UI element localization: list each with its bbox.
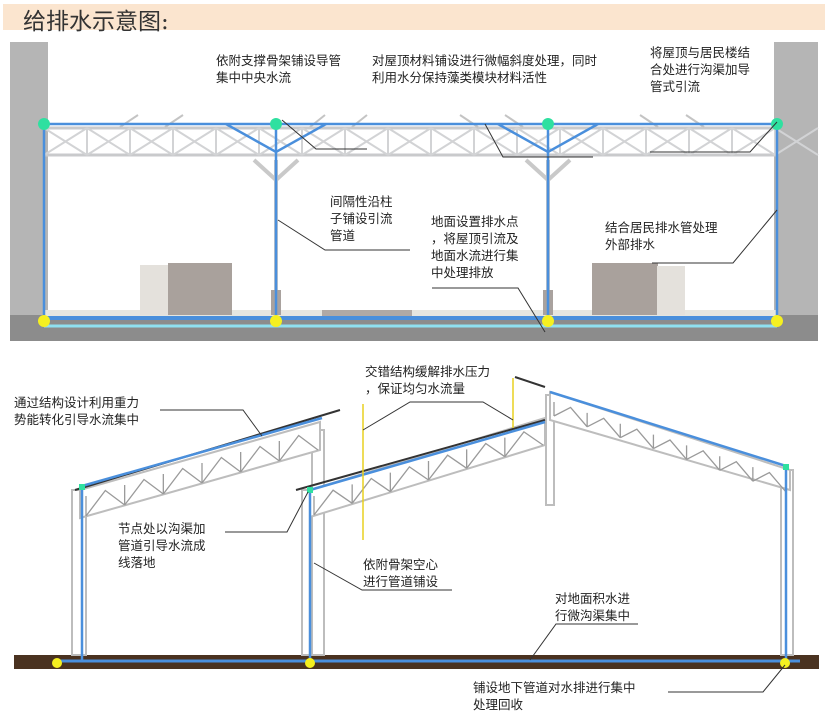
truss-web [351, 477, 391, 504]
truss-web [619, 423, 654, 449]
node-icon [270, 118, 282, 130]
label-gravity: 通过结构设计利用重力 势能转化引导水流集中 [14, 395, 140, 427]
truss-web [240, 445, 280, 473]
label-staggered-structure: 交错结构缓解排水压力 ，保证均匀水流量 [365, 364, 491, 396]
node-icon [771, 118, 783, 130]
label-floor-drains: 地面设置排水点 ，将屋顶引流及 地面水流进行集 中处理排放 [431, 214, 519, 280]
left-wall [10, 42, 48, 317]
truss-web [752, 467, 787, 493]
drain-icon [52, 658, 62, 668]
truss-web [602, 127, 647, 156]
roof-nodes [38, 118, 783, 130]
truss-web [86, 127, 131, 156]
label-external-drain: 结合居民排水管处理 外部排水 [605, 220, 718, 252]
truss-web [313, 489, 353, 516]
truss-web [553, 402, 588, 428]
truss-web [201, 456, 242, 484]
bottom-pipes [57, 390, 800, 663]
truss-web [427, 454, 468, 481]
node-icon [783, 464, 789, 470]
label-central-collection: 依附支撑骨架铺设导管 集中中央水流 [216, 53, 342, 85]
label-column-pipes: 间隔性沿柱 子铺设引流 管道 [330, 194, 393, 243]
node-icon [38, 118, 50, 130]
truss-web [215, 127, 260, 156]
drain-icon [780, 658, 790, 668]
truss-web [559, 127, 604, 156]
roof-truss [44, 126, 777, 157]
truss-web [172, 127, 217, 156]
label-roof-junction: 将屋顶与居民楼结 合处进行沟渠加导 管式引流 [650, 45, 751, 94]
label-roof-slope: 对屋顶材料铺设进行微幅斜度处理，同时 利用水分保持藻类模块材料活性 [372, 53, 598, 85]
right-wall [774, 42, 818, 317]
label-hollow-frame: 依附骨架空心 进行管道铺设 [363, 557, 439, 589]
equipment-box [657, 266, 685, 315]
label-underground: 铺设地下管道对水排进行集中 处理回收 [473, 680, 636, 712]
label-node-channels: 节点处以沟渠加 管道引导水流成 线落地 [118, 521, 206, 570]
truss-web [124, 478, 164, 506]
top-pipes [42, 122, 779, 328]
bottom-section [14, 376, 819, 693]
truss-web [344, 127, 389, 156]
bottom-leaders [160, 401, 786, 693]
equipment-box [592, 263, 658, 315]
truss-web [586, 412, 621, 439]
truss-web [389, 465, 429, 493]
drain-icon [771, 315, 783, 327]
truss-web [685, 445, 721, 471]
truss-web [430, 127, 475, 156]
top-section [10, 42, 819, 341]
truss-web [85, 489, 126, 517]
equipment-box [140, 265, 170, 315]
truss-web [774, 127, 819, 156]
truss-web [473, 127, 518, 156]
truss-web [466, 442, 506, 469]
truss-web [387, 127, 432, 156]
drain-icon [542, 315, 554, 327]
truss-web [278, 434, 319, 462]
truss-web [162, 467, 203, 495]
truss-web [719, 456, 754, 482]
drain-icon [38, 315, 50, 327]
drain-icon [270, 315, 282, 327]
node-icon [542, 118, 554, 130]
truss-web [129, 127, 174, 156]
label-micro-channels: 对地面积水进 行微沟渠集中 [555, 591, 631, 623]
truss-web [645, 127, 690, 156]
title-bar: 给排水示意图: [3, 4, 825, 35]
drain-points [52, 658, 790, 668]
truss-web [652, 434, 688, 460]
node-icon [307, 487, 313, 493]
top-leaders [277, 119, 778, 333]
drain-points [38, 315, 783, 327]
equipment-box [168, 263, 232, 315]
drain-icon [305, 658, 315, 668]
truss-web [504, 430, 544, 458]
page-title: 给排水示意图: [23, 9, 169, 35]
node-icon [79, 484, 85, 490]
truss-web [688, 127, 733, 156]
